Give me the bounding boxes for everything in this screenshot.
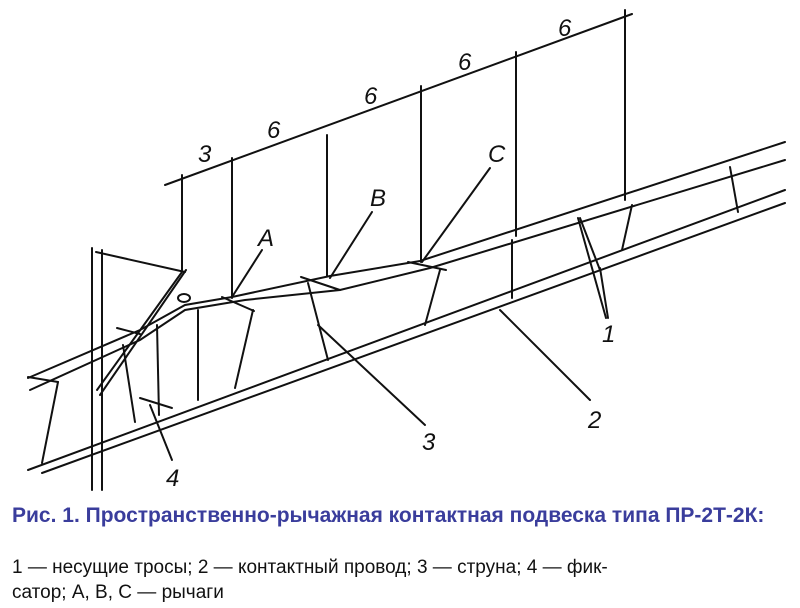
dimension-label: 6 (458, 49, 472, 76)
levers (27, 261, 447, 409)
pole (91, 247, 191, 491)
droppers (41, 166, 739, 464)
callout-2: 2 (587, 407, 601, 434)
lever-label-c: C (488, 141, 506, 168)
dimension-verticals (181, 9, 626, 299)
dimension-label: 6 (558, 15, 572, 42)
legend-line: сатор; А, В, С — рычаги (12, 582, 224, 603)
dimension-label: 6 (267, 117, 281, 144)
callout-3: 3 (422, 429, 436, 456)
callout-1: 1 (602, 321, 615, 348)
callout-4: 4 (166, 465, 179, 492)
messenger-cables (27, 141, 786, 391)
lever-label-a: A (256, 225, 274, 252)
dimension-label: 6 (364, 83, 378, 110)
callout-leaders (149, 167, 609, 461)
catenary-diagram: 3 6 6 6 6 (27, 9, 786, 492)
contact-wire (27, 189, 786, 474)
lever-label-b: B (370, 185, 386, 212)
legend-line: 1 — несущие тросы; 2 — контактный провод… (12, 557, 608, 578)
figure-caption-legend: 1 — несущие тросы; 2 — контактный провод… (12, 555, 800, 605)
dimension-line (164, 13, 633, 186)
dimension-label: 3 (198, 141, 212, 168)
figure-caption-title: Рис. 1. Пространственно-рычажная контакт… (12, 504, 765, 527)
